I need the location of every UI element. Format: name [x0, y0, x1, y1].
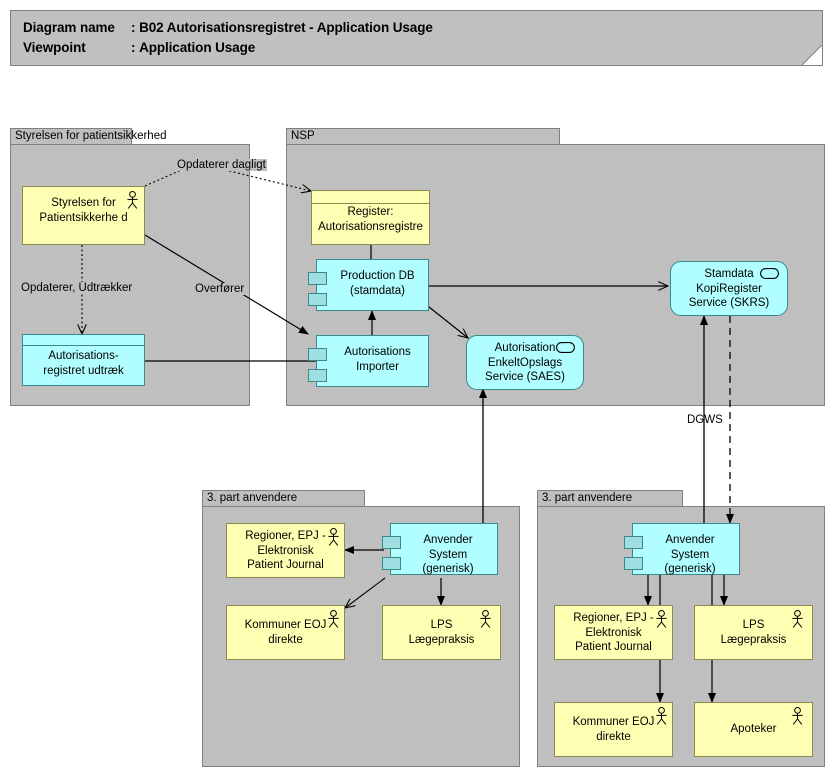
component-port-icon [624, 557, 643, 570]
component-port-icon [308, 272, 327, 285]
node-lps-laegepraksis-right[interactable]: LPS Lægepraksis [694, 605, 813, 660]
edge-label-dgws: DGWS [687, 414, 723, 426]
node-styrelsen-for-patientsikkerhed[interactable]: Styrelsen for Patientsikkerhe d [22, 186, 145, 245]
node-regioner-epj-left[interactable]: Regioner, EPJ - Elektronisk Patient Jour… [226, 523, 345, 578]
viewpoint-value: Application Usage [139, 40, 256, 55]
group-label-nsp: NSP [291, 130, 315, 142]
node-label: LPS Lægepraksis [408, 619, 475, 646]
viewpoint-row: Viewpoint: Application Usage [23, 40, 255, 55]
actor-icon [327, 528, 340, 546]
node-label: Regioner, EPJ - Elektronisk Patient Jour… [573, 612, 654, 653]
node-saes-service[interactable]: Autorisation EnkeltOpslags Service (SAES… [466, 335, 584, 390]
node-register-autorisationsregistret[interactable]: Register: Autorisationsregistre [311, 190, 430, 245]
diagram-name-value: B02 Autorisationsregistret - Application… [139, 20, 433, 35]
node-kommuner-eoj-left[interactable]: Kommuner EOJ direkte [226, 605, 345, 660]
group-tab [10, 128, 132, 145]
node-label: Styrelsen for Patientsikkerhe d [39, 197, 128, 224]
viewpoint-separator: : [131, 40, 136, 55]
node-skrs-service[interactable]: Stamdata KopiRegister Service (SKRS) [670, 261, 788, 316]
viewpoint-label: Viewpoint [23, 40, 86, 55]
node-label: Autorisations- registret udtræk [43, 350, 124, 377]
diagram-name-label: Diagram name [23, 20, 115, 35]
node-label: Regioner, EPJ - Elektronisk Patient Jour… [245, 530, 326, 571]
group-label-tredjepart-right: 3. part anvendere [542, 492, 633, 504]
diagram-name-row: Diagram name: B02 Autorisationsregistret… [23, 20, 433, 35]
node-label: Autorisation EnkeltOpslags Service (SAES… [485, 342, 565, 383]
service-icon [760, 268, 779, 279]
edge-label-opdaterer-dagligt: Opdaterer dagligt [176, 159, 267, 171]
actor-icon [791, 610, 804, 628]
node-label: Anvender System (generisk) [422, 534, 474, 575]
component-port-icon [308, 369, 327, 382]
node-lps-laegepraksis-left[interactable]: LPS Lægepraksis [382, 605, 501, 660]
node-label: Apoteker [730, 723, 777, 735]
component-port-icon [624, 536, 643, 549]
actor-icon [479, 610, 492, 628]
service-icon [556, 342, 575, 353]
actor-icon [126, 191, 139, 209]
edge-label-opdaterer-udtraekker: Opdaterer, Udtrækker [20, 282, 134, 294]
node-regioner-epj-right[interactable]: Regioner, EPJ - Elektronisk Patient Jour… [554, 605, 673, 660]
node-label: Autorisations Importer [344, 346, 411, 373]
node-anvender-system-left[interactable]: Anvender System (generisk) [382, 523, 498, 575]
node-production-db[interactable]: Production DB (stamdata) [308, 259, 429, 311]
group-label-styrelsen: Styrelsen for patientsikkerhed [15, 130, 167, 142]
component-port-icon [382, 557, 401, 570]
component-port-icon [308, 293, 327, 306]
actor-icon [327, 610, 340, 628]
node-label: Kommuner EOJ direkte [244, 619, 327, 646]
node-kommuner-eoj-right[interactable]: Kommuner EOJ direkte [554, 702, 673, 757]
node-label: Stamdata KopiRegister Service (SKRS) [688, 268, 770, 309]
node-autorisationsregistret-udtraek[interactable]: Autorisations- registret udtræk [22, 334, 145, 386]
edge-label-overfoerer: Overfører [194, 283, 246, 295]
data-object-band [312, 191, 429, 204]
node-label: Production DB (stamdata) [340, 270, 415, 297]
data-object-band [23, 335, 144, 346]
diagram-header: Diagram name: B02 Autorisationsregistret… [10, 10, 823, 66]
group-tab [286, 128, 560, 145]
actor-icon [655, 707, 668, 725]
node-label: Anvender System (generisk) [664, 534, 716, 575]
node-apoteker-right[interactable]: Apoteker [694, 702, 813, 757]
component-port-icon [308, 348, 327, 361]
node-autorisations-importer[interactable]: Autorisations Importer [308, 335, 429, 387]
node-label: LPS Lægepraksis [720, 619, 787, 646]
actor-icon [791, 707, 804, 725]
header-fold-icon [802, 45, 822, 65]
diagram-name-separator: : [131, 20, 136, 35]
group-tab [202, 490, 365, 507]
component-port-icon [382, 536, 401, 549]
group-tab [537, 490, 683, 507]
node-anvender-system-right[interactable]: Anvender System (generisk) [624, 523, 740, 575]
group-label-tredjepart-left: 3. part anvendere [207, 492, 298, 504]
node-label: Register: Autorisationsregistre [318, 206, 423, 233]
actor-icon [655, 610, 668, 628]
node-label: Kommuner EOJ direkte [572, 716, 655, 743]
